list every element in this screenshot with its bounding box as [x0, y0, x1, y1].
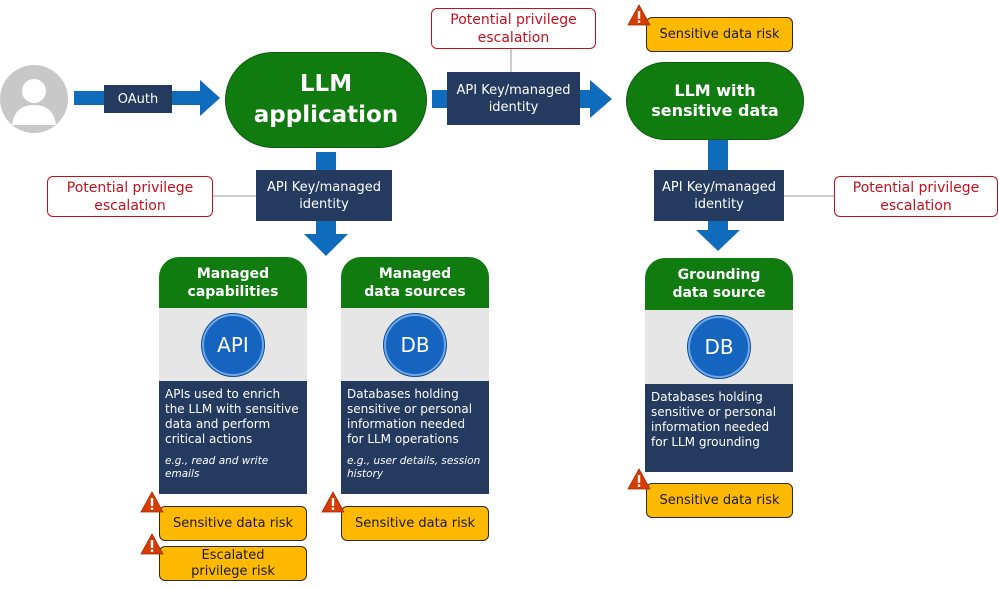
- card-sources-description: Databases holding sensitive or personal …: [347, 387, 473, 446]
- warning-icon: [627, 468, 651, 490]
- card-capabilities-description: APIs used to enrich the LLM with sensiti…: [165, 387, 299, 446]
- llm-application-line2: application: [253, 102, 399, 128]
- card-capabilities-example: e.g., read and write emails: [165, 455, 269, 480]
- warning-icon: [627, 4, 651, 26]
- risk-sources-sensitive: Sensitive data risk: [341, 506, 489, 541]
- db-badge: DB: [688, 316, 750, 378]
- risk-top-right: Sensitive data risk: [646, 17, 793, 52]
- db-badge: DB: [384, 313, 446, 376]
- llm-application-node: LLM application: [225, 52, 427, 148]
- warning-icon: [140, 491, 164, 513]
- risk-grounding-sensitive: Sensitive data risk: [646, 483, 793, 518]
- api-badge: API: [202, 313, 264, 376]
- warning-icon: [140, 533, 164, 555]
- llm-sensitive-line2: sensitive data: [651, 101, 779, 120]
- risk-capabilities-sensitive: Sensitive data risk: [159, 506, 307, 541]
- oauth-label: OAuth: [104, 85, 172, 113]
- llm-sensitive-node: LLM with sensitive data: [626, 62, 804, 140]
- user-avatar-icon: [0, 65, 68, 133]
- card-sources-example: e.g., user details, session history: [347, 455, 481, 480]
- llm-sensitive-line1: LLM with: [674, 81, 756, 100]
- llm-application-line1: LLM: [299, 71, 353, 97]
- card-grounding-description: Databases holding sensitive or personal …: [651, 390, 777, 449]
- warning-icon: [321, 491, 345, 513]
